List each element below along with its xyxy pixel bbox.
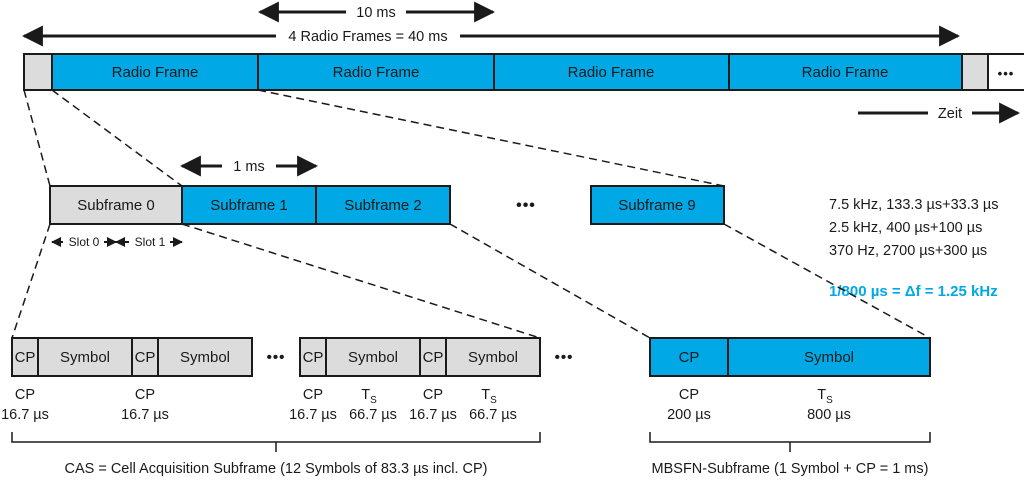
- slot-arrows: Slot 0 Slot 1: [51, 234, 183, 250]
- cas-symbols-group-2: CP Symbol CP Symbol: [299, 337, 541, 377]
- cas-bracket: CAS = Cell Acquisition Subframe (12 Symb…: [11, 432, 541, 477]
- cas-cp-caption: CP: [423, 387, 443, 403]
- subframe-1-label: Subframe 1: [210, 197, 288, 214]
- cas-symbol-label: Symbol: [348, 349, 398, 366]
- info-line-2: 2.5 kHz, 400 µs+100 µs: [829, 220, 982, 236]
- cas-caption: CAS = Cell Acquisition Subframe (12 Symb…: [65, 461, 488, 477]
- radio-frame-3-label: Radio Frame: [568, 64, 655, 81]
- info-text-block: 7.5 kHz, 133.3 µs+33.3 µs 2.5 kHz, 400 µ…: [829, 197, 998, 300]
- span-1ms-arrow: 1 ms: [179, 155, 319, 177]
- mbsfn-caption: MBSFN-Subframe (1 Symbol + CP = 1 ms): [652, 461, 929, 477]
- cas-cp-label: CP: [423, 349, 444, 366]
- cas-cp-caption: CP: [15, 387, 35, 403]
- cas-cp-label: CP: [135, 349, 156, 366]
- slot-1-label: Slot 1: [135, 235, 166, 249]
- cas-cp-label: CP: [303, 349, 324, 366]
- cas-ts-caption: TS: [481, 387, 497, 406]
- cas-ts-value: 66.7 µs: [469, 407, 517, 423]
- info-line-1: 7.5 kHz, 133.3 µs+33.3 µs: [829, 197, 998, 213]
- subframe-1: [181, 185, 317, 225]
- zoom-lines-bottom: [11, 223, 931, 339]
- mbsfn-bracket: MBSFN-Subframe (1 Symbol + CP = 1 ms): [649, 432, 931, 477]
- cas-symbol-label: Symbol: [180, 349, 230, 366]
- subframe-2-label: Subframe 2: [344, 197, 422, 214]
- subframe-0-label: Subframe 0: [77, 197, 155, 214]
- cas-symbols-group-1: CP Symbol CP Symbol: [11, 337, 253, 377]
- radio-frame-1: [51, 53, 259, 91]
- mbsfn-cp-value: 200 µs: [667, 407, 711, 423]
- subframe-ellipsis: •••: [516, 197, 536, 214]
- mbsfn-ts-caption: TS: [817, 387, 833, 406]
- radio-frame-lead-segment: [23, 53, 53, 91]
- slot-0-label: Slot 0: [69, 235, 100, 249]
- mbsfn-cp-label: CP: [679, 349, 700, 366]
- subframe-9: [590, 185, 725, 225]
- cas-cp-box: [299, 337, 327, 377]
- cas-cp-value: 16.7 µs: [121, 407, 169, 423]
- cas-symbol-box: [37, 337, 133, 377]
- cas-cp-value: 16.7 µs: [409, 407, 457, 423]
- cas-symbol-label: Symbol: [468, 349, 518, 366]
- cas-cp-label: CP: [15, 349, 36, 366]
- mbsfn-symbol-label: Symbol: [804, 349, 854, 366]
- cas-cp-value: 16.7 µs: [1, 407, 49, 423]
- info-line-3: 370 Hz, 2700 µs+300 µs: [829, 243, 987, 259]
- mbsfn-cp-caption: CP: [679, 387, 699, 403]
- subframe-0: [49, 185, 183, 225]
- subframe-2: [315, 185, 451, 225]
- radio-frame-trail-segment: [961, 53, 989, 91]
- radio-frame-4-label: Radio Frame: [802, 64, 889, 81]
- mbsfn-symbol-box: [727, 337, 931, 377]
- span-10ms-arrow: 10 ms: [257, 1, 496, 23]
- radio-frame-ellipsis: •••: [998, 66, 1015, 81]
- cas-value-labels: CP 16.7 µs CP 16.7 µs CP 16.7 µs TS 66.7…: [1, 387, 517, 423]
- mbsfn-cp-box: [649, 337, 729, 377]
- span-40ms-arrow: 4 Radio Frames = 40 ms: [21, 25, 961, 47]
- cas-symbol-label: Symbol: [60, 349, 110, 366]
- mbsfn-ts-value: 800 µs: [807, 407, 851, 423]
- info-formula: 1/800 µs = Δf = 1.25 kHz: [829, 283, 998, 300]
- span-40ms-label: 4 Radio Frames = 40 ms: [288, 29, 447, 45]
- subframe-9-label: Subframe 9: [618, 197, 696, 214]
- cas-symbol-box: [445, 337, 541, 377]
- radio-frame-2-label: Radio Frame: [333, 64, 420, 81]
- radio-frame-1-label: Radio Frame: [112, 64, 199, 81]
- time-arrow: Zeit: [858, 102, 1021, 124]
- cas-ts-caption: TS: [361, 387, 377, 406]
- cas-cp-box: [419, 337, 447, 377]
- radio-frame-2: [257, 53, 495, 91]
- span-1ms-label: 1 ms: [233, 159, 264, 175]
- cas-ts-value: 66.7 µs: [349, 407, 397, 423]
- cas-ellipsis-2: •••: [555, 349, 574, 366]
- subframe-bar: Subframe 0 Subframe 1 Subframe 2 Subfram…: [49, 185, 725, 225]
- cas-cp-caption: CP: [135, 387, 155, 403]
- zoom-lines-top: [23, 89, 725, 187]
- cas-ellipsis-1: •••: [267, 349, 286, 366]
- mbsfn-value-labels: CP 200 µs TS 800 µs: [667, 387, 851, 423]
- radio-frame-bar: Radio Frame Radio Frame Radio Frame Radi…: [23, 53, 1024, 91]
- span-10ms-label: 10 ms: [356, 5, 396, 21]
- cas-symbol-box: [157, 337, 253, 377]
- time-label: Zeit: [938, 106, 962, 122]
- cas-cp-caption: CP: [303, 387, 323, 403]
- cas-cp-value: 16.7 µs: [289, 407, 337, 423]
- mbsfn-symbol: CP Symbol: [649, 337, 931, 377]
